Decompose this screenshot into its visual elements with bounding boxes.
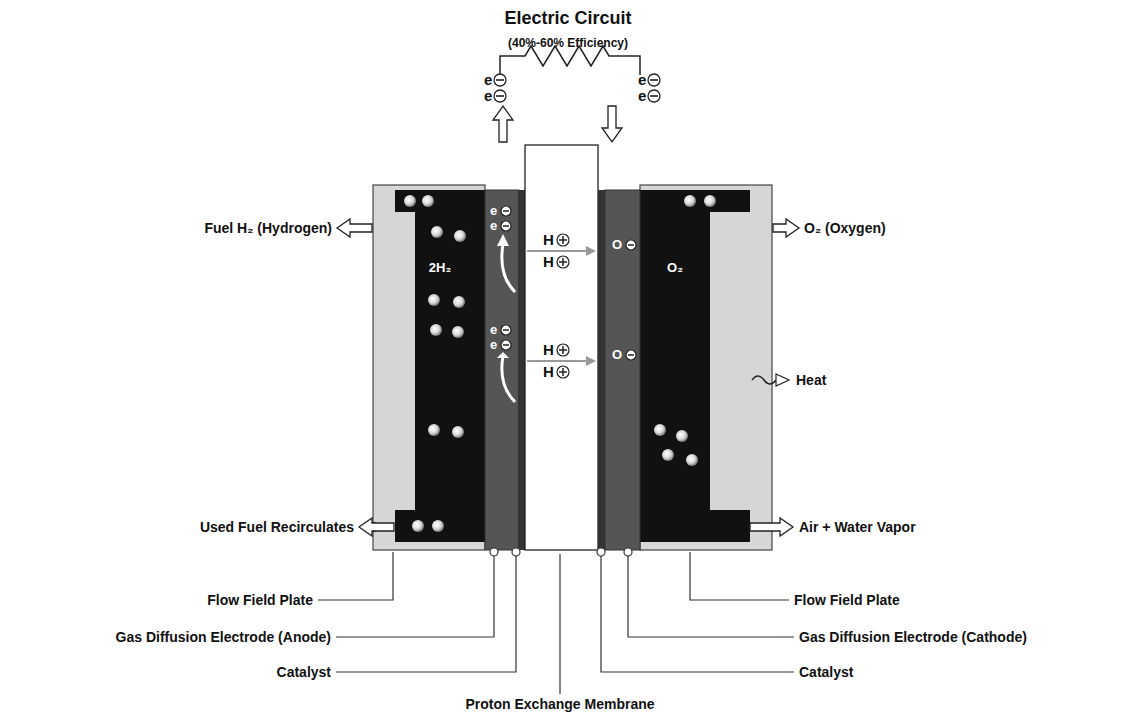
proton-symbol: H <box>543 363 554 380</box>
cathode-catalyst <box>598 190 605 550</box>
leader-lines <box>318 552 794 694</box>
heat-arrow <box>752 376 776 384</box>
flow-field-plate-right <box>640 185 772 550</box>
air-outlet-channel <box>640 510 750 542</box>
part-name: Gas Diffusion Electrode (Anode) <box>116 629 331 645</box>
diagram-title: Electric Circuit <box>504 8 631 29</box>
fuel-outlet-channel <box>395 510 485 542</box>
gas-formula: 2H₂ <box>429 261 451 276</box>
inlet-label: O₂ (Oxygen) <box>804 220 886 236</box>
proton-symbol: H <box>543 231 554 248</box>
efficiency-note: (40%-60% Efficiency) <box>508 37 628 51</box>
electron-symbol: e <box>490 204 497 219</box>
electron-symbol: e <box>490 323 497 338</box>
gas-formula: O₂ <box>667 261 683 276</box>
oxygen-ion-symbol: O <box>612 348 622 363</box>
oxygen-minus-marks <box>628 245 634 355</box>
part-name: Flow Field Plate <box>794 592 900 608</box>
proton-symbol: H <box>543 253 554 270</box>
heat-arrow-head <box>776 374 789 386</box>
electron-symbol: e <box>490 338 497 353</box>
oxygen-channel <box>640 212 710 510</box>
anode-catalyst <box>518 190 525 550</box>
outlet-label: Used Fuel Recirculates <box>200 519 354 535</box>
resistor-wire <box>500 46 640 75</box>
electron-curved-arrows <box>502 244 515 402</box>
proton-signs <box>557 234 569 378</box>
anode-electrode <box>485 190 519 550</box>
flow-field-plate-left <box>373 185 485 550</box>
electron-signs <box>494 74 660 102</box>
part-name: Catalyst <box>277 664 331 680</box>
flow-arrows <box>337 219 799 536</box>
proton-arrows <box>527 251 588 361</box>
leader-dots <box>490 548 632 556</box>
cathode-electrode <box>605 190 640 550</box>
electron-symbol: e <box>638 71 646 88</box>
minus-marks <box>496 80 658 96</box>
fuel-channel <box>415 212 485 510</box>
heat-label: Heat <box>796 372 826 388</box>
proton-exchange-membrane <box>525 145 598 550</box>
fuel-inlet-channel <box>395 190 485 212</box>
part-name: Proton Exchange Membrane <box>465 696 654 712</box>
electron-symbol: e <box>484 71 492 88</box>
electron-up-arrow <box>493 106 513 142</box>
oxygen-inlet-channel <box>640 190 750 212</box>
electron-down-arrow <box>602 106 622 142</box>
electron-symbol: e <box>484 87 492 104</box>
part-name: Gas Diffusion Electrode (Cathode) <box>799 629 1027 645</box>
inlet-label: Fuel H₂ (Hydrogen) <box>204 220 332 236</box>
proton-arrow-heads <box>586 246 596 366</box>
outlet-label: Air + Water Vapor <box>799 519 916 535</box>
electron-symbol: e <box>490 219 497 234</box>
curved-arrow-heads <box>497 234 509 358</box>
plus-marks <box>559 236 567 376</box>
gas-molecules <box>404 195 716 532</box>
electron-symbol: e <box>638 87 646 104</box>
part-name: Flow Field Plate <box>207 592 313 608</box>
oxygen-ion-symbol: O <box>612 238 622 253</box>
oxygen-ion-signs <box>626 240 636 360</box>
proton-symbol: H <box>543 341 554 358</box>
part-name: Catalyst <box>799 664 853 680</box>
